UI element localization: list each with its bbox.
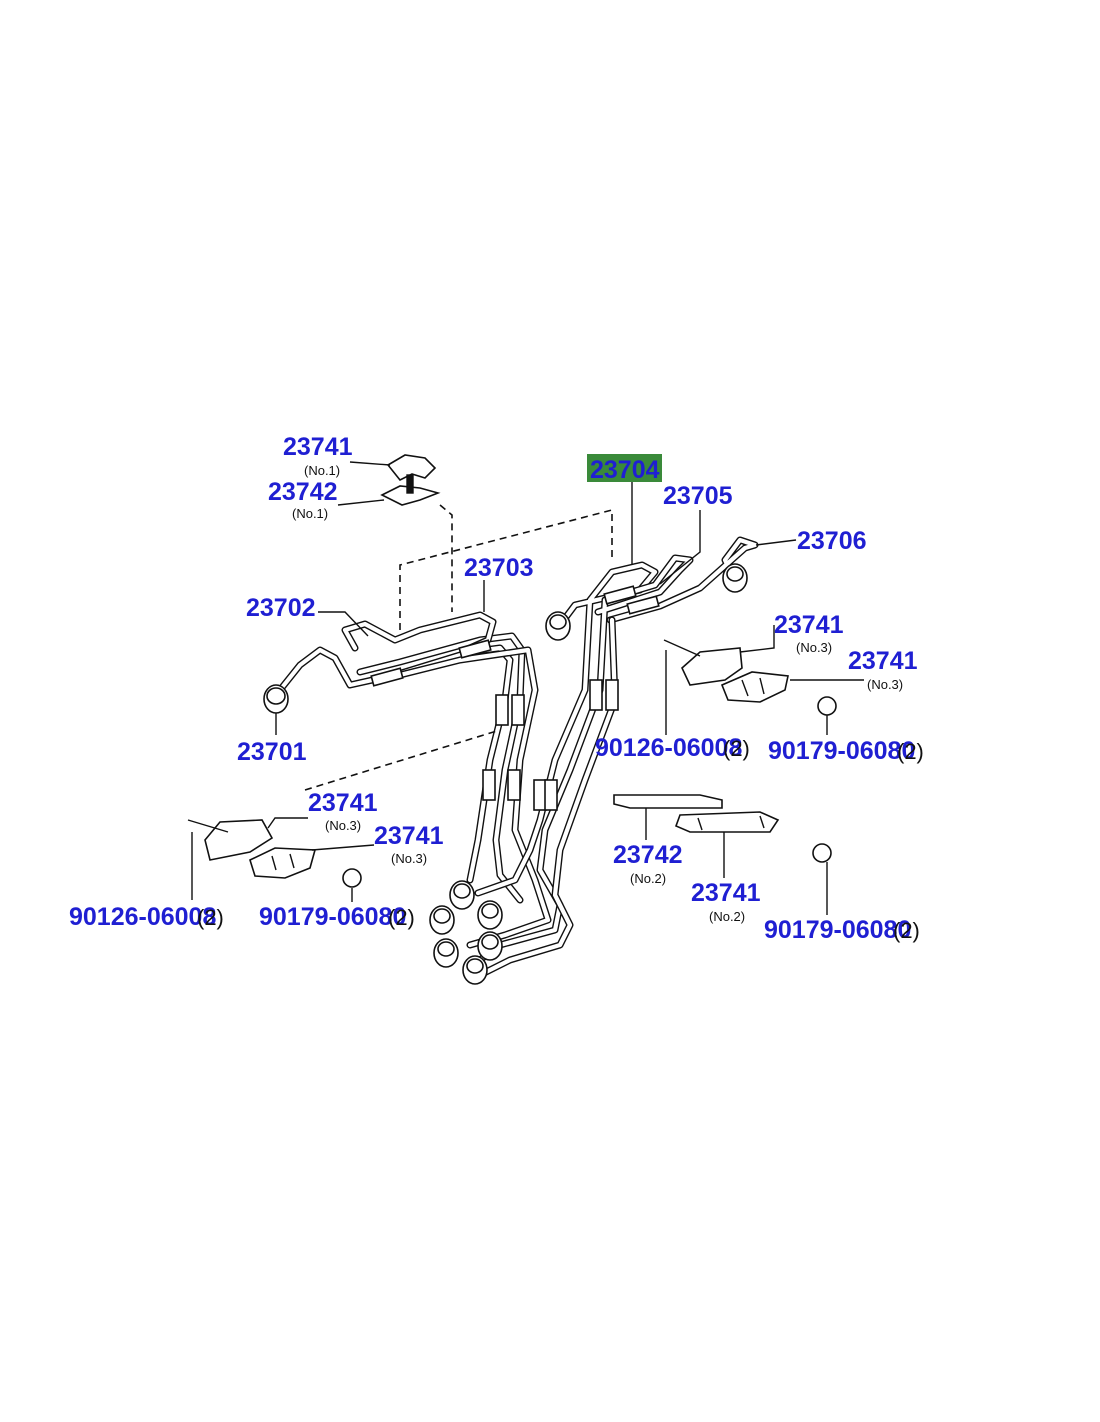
callout-labels: 23741 (No.1) 23742 (No.1) 23704 23705 23… [69, 433, 924, 944]
clamp-no2-bottom [613, 794, 832, 863]
callout-23706[interactable]: 23706 [797, 527, 867, 555]
callout-90179-06080-left[interactable]: 90179-06080 [259, 903, 406, 931]
callout-23741-no3-r2[interactable]: 23741 [848, 647, 918, 675]
callout-23741-no3-r1[interactable]: 23741 [774, 611, 844, 639]
callout-23741-no3-r2-note: (No.3) [867, 677, 903, 692]
assembly-guides [304, 504, 613, 791]
callout-90179-06080-bottom-qty: (2) [893, 918, 920, 943]
callout-23741-no3-l1[interactable]: 23741 [308, 789, 378, 817]
nut-bottom-3 [477, 900, 503, 930]
callout-23742-no2[interactable]: 23742 [613, 841, 683, 869]
clamp-no3-left [187, 819, 362, 888]
clamp-no3-right [663, 639, 837, 716]
callout-90126-06008-right-qty: (2) [723, 736, 750, 761]
nut-bottom-1 [449, 880, 475, 910]
pipe-nuts [263, 563, 748, 985]
callout-23741-no2[interactable]: 23741 [691, 879, 761, 907]
callout-23742-no1[interactable]: 23742 [268, 478, 338, 506]
callout-23702[interactable]: 23702 [246, 594, 316, 622]
callout-23741-no3-l2-note: (No.3) [391, 851, 427, 866]
callout-90126-06008-right[interactable]: 90126-06008 [595, 734, 742, 762]
nut-23706 [722, 563, 748, 593]
nut-23701 [263, 684, 289, 714]
callout-23703[interactable]: 23703 [464, 554, 534, 582]
callout-23704[interactable]: 23704 [590, 456, 660, 484]
nut-bottom-6 [462, 955, 488, 985]
callout-90179-06080-right-qty: (2) [897, 739, 924, 764]
callout-23741-no3-l2[interactable]: 23741 [374, 822, 444, 850]
highlight-23704 [587, 454, 662, 482]
callout-23741-no1-note: (No.1) [304, 463, 340, 478]
callout-23741-no2-note: (No.2) [709, 909, 745, 924]
callout-23705[interactable]: 23705 [663, 482, 733, 510]
callout-90179-06080-bottom[interactable]: 90179-06080 [764, 916, 911, 944]
callout-23741-no1[interactable]: 23741 [283, 433, 353, 461]
callout-90126-06008-left[interactable]: 90126-06008 [69, 903, 216, 931]
injection-pipe-bundle [272, 536, 759, 979]
nut-bottom-5 [477, 931, 503, 961]
crop-edge [0, 995, 1100, 1422]
callout-23742-no1-note: (No.1) [292, 506, 328, 521]
callout-23701[interactable]: 23701 [237, 738, 307, 766]
nut-23704 [545, 611, 571, 641]
nut-bottom-4 [433, 938, 459, 968]
callout-23742-no2-note: (No.2) [630, 871, 666, 886]
callout-23741-no3-r1-note: (No.3) [796, 640, 832, 655]
callout-90126-06008-left-qty: (2) [197, 905, 224, 930]
callout-23741-no3-l1-note: (No.3) [325, 818, 361, 833]
clamp-no1-top [380, 454, 441, 506]
leader-lines [191, 461, 864, 915]
callout-90179-06080-right[interactable]: 90179-06080 [768, 737, 915, 765]
nut-bottom-2 [429, 905, 455, 935]
callout-90179-06080-left-qty: (2) [388, 905, 415, 930]
